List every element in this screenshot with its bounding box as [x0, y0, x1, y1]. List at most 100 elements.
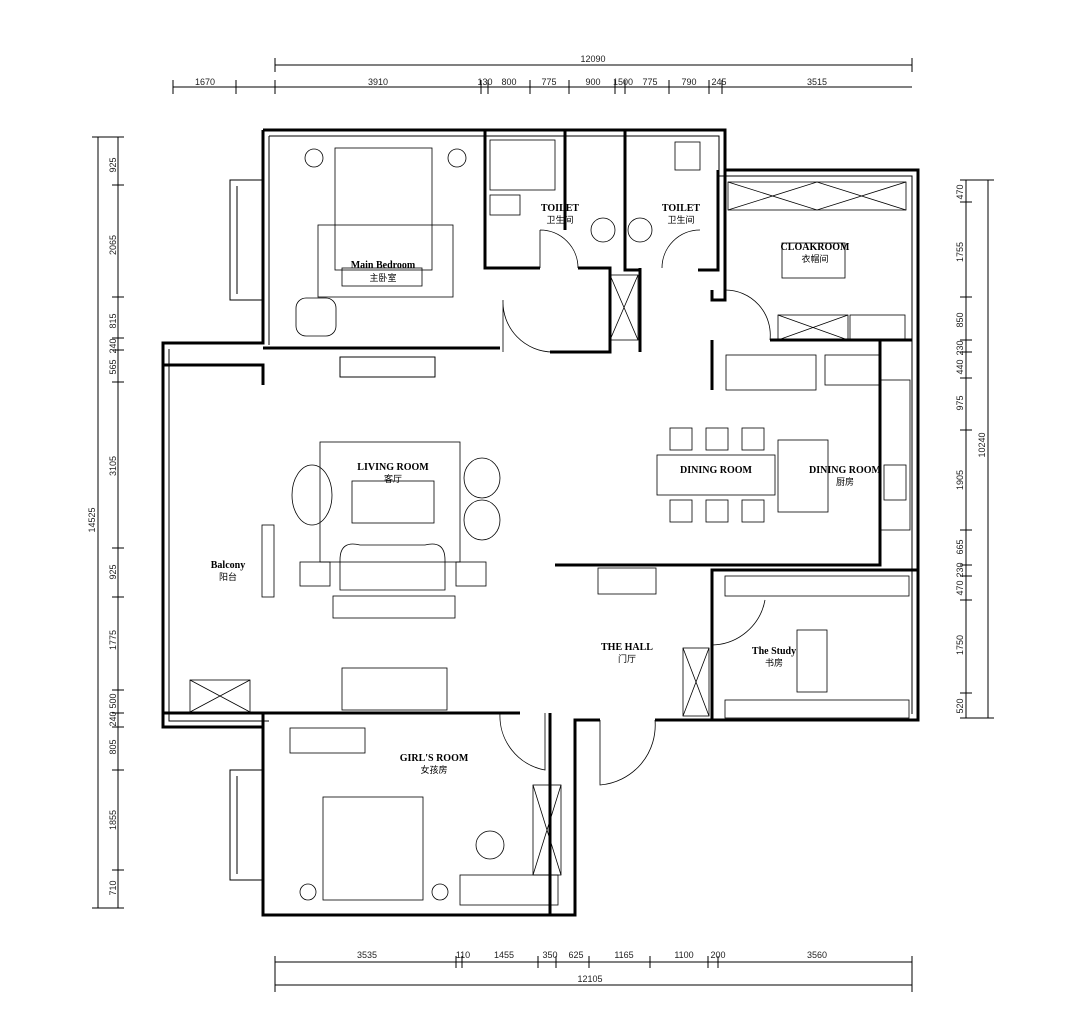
dim-top: 3910 [368, 77, 388, 87]
sofa-bench [341, 667, 448, 711]
dim-right: 975 [955, 395, 965, 410]
nightstand-lamp [299, 883, 317, 901]
shaft [609, 274, 639, 341]
room-toilet-1-cn: 卫生间 [546, 214, 573, 226]
rug [319, 441, 461, 563]
room-living-cn: 客厅 [384, 473, 402, 485]
shoe-cabinet [597, 567, 657, 595]
dim-left-total: 14525 [87, 507, 97, 532]
dining-chairs [669, 427, 765, 523]
dim-left: 1775 [108, 630, 118, 650]
room-toilet-1-en: TOILET [541, 203, 579, 214]
room-study-cn: 书房 [765, 657, 783, 669]
dim-right: 665 [955, 539, 965, 554]
dim-right: 1905 [955, 470, 965, 490]
room-girls-cn: 女孩房 [420, 764, 447, 776]
bathtub [489, 139, 556, 191]
armchair [463, 457, 501, 499]
dim-left: 815 [108, 313, 118, 328]
dim-left: 240 [108, 338, 118, 353]
dim-top: 245 [711, 77, 726, 87]
dim-left: 1855 [108, 810, 118, 830]
wardrobe [459, 874, 559, 906]
bed-bench [341, 267, 423, 287]
stove [824, 354, 881, 386]
dim-left: 925 [108, 564, 118, 579]
bed-main [334, 147, 433, 271]
doors [499, 229, 771, 786]
dim-left: 240 [108, 711, 118, 726]
wardrobe [777, 314, 849, 341]
room-living-en: LIVING ROOM [357, 462, 429, 473]
dim-bottom: 110 [456, 950, 470, 960]
dim-bottom: 1100 [674, 950, 693, 960]
dim-left: 710 [108, 880, 118, 895]
furniture [189, 139, 911, 906]
room-kitchen-en: DINING ROOM [809, 465, 882, 476]
door-toilet-2 [661, 229, 701, 269]
kitchen-sink [883, 464, 907, 501]
bookshelf [724, 699, 910, 719]
island [781, 242, 846, 279]
dim-bottom: 1165 [614, 950, 633, 960]
dim-top: 130 [477, 77, 492, 87]
dim-bottom: 625 [568, 950, 583, 960]
room-toilet-2-cn: 卫生间 [667, 214, 694, 226]
nightstand-lamp [431, 883, 449, 901]
armchair [291, 464, 333, 526]
toilet-fixture [674, 141, 701, 171]
dim-top: 1670 [195, 77, 215, 87]
dining-island [777, 439, 829, 513]
balcony-bench [261, 524, 275, 598]
dim-right: 230 [955, 562, 965, 577]
dim-left: 500 [108, 693, 118, 708]
door-cloakroom [724, 289, 771, 341]
dim-right: 230 [955, 340, 965, 355]
dim-left: 925 [108, 157, 118, 172]
dim-top-total: 12090 [580, 54, 605, 64]
bottom-dimensions: 3535 110 1455 350 625 1165 1100 200 3560… [274, 950, 913, 992]
door-girls-room [499, 712, 546, 771]
walls [161, 128, 920, 917]
dim-top: 900 [585, 77, 600, 87]
chair [475, 830, 505, 860]
nightstand-lamp [304, 148, 324, 168]
kitchen-counter [725, 354, 817, 391]
sofa [339, 543, 446, 591]
room-balcony-cn: 阳台 [219, 571, 237, 583]
dim-top: 790 [681, 77, 696, 87]
cabinet [189, 679, 251, 713]
armchair [463, 499, 501, 541]
room-labels: Main Bedroom 主卧室 TOILET 卫生间 TOILET 卫生间 C… [211, 203, 882, 776]
dim-bottom: 3535 [357, 950, 377, 960]
dim-top: 800 [501, 77, 516, 87]
coffee-table [351, 480, 435, 524]
room-hall-en: THE HALL [601, 642, 653, 653]
dim-right: 520 [955, 698, 965, 713]
room-balcony-en: Balcony [211, 560, 245, 571]
room-main-bedroom-en: Main Bedroom [351, 260, 416, 271]
dim-bottom: 3560 [807, 950, 827, 960]
dim-top: 3515 [807, 77, 827, 87]
right-dimensions: 10240 470 1755 850 230 440 975 1905 665 … [955, 179, 994, 719]
desk [289, 727, 366, 754]
room-girls-en: GIRL'S ROOM [400, 753, 469, 764]
dim-left: 3105 [108, 456, 118, 476]
dim-top: 775 [541, 77, 556, 87]
room-toilet-2-en: TOILET [662, 203, 700, 214]
armchair [295, 297, 337, 337]
dim-right: 1750 [955, 635, 965, 655]
room-kitchen-cn: 厨房 [836, 476, 854, 488]
side-table [455, 561, 487, 587]
cabinet [339, 356, 436, 378]
dining-table [656, 454, 776, 496]
bed-frame-main [317, 224, 454, 298]
dim-left: 2065 [108, 235, 118, 255]
bed-girls [322, 796, 424, 901]
dim-left: 565 [108, 359, 118, 374]
dim-right: 470 [955, 184, 965, 199]
dim-bottom: 200 [710, 950, 725, 960]
dim-left: 805 [108, 739, 118, 754]
sink [590, 217, 616, 243]
top-dimensions: 12090 1670 3910 130 800 775 900 1500 775… [172, 54, 913, 94]
